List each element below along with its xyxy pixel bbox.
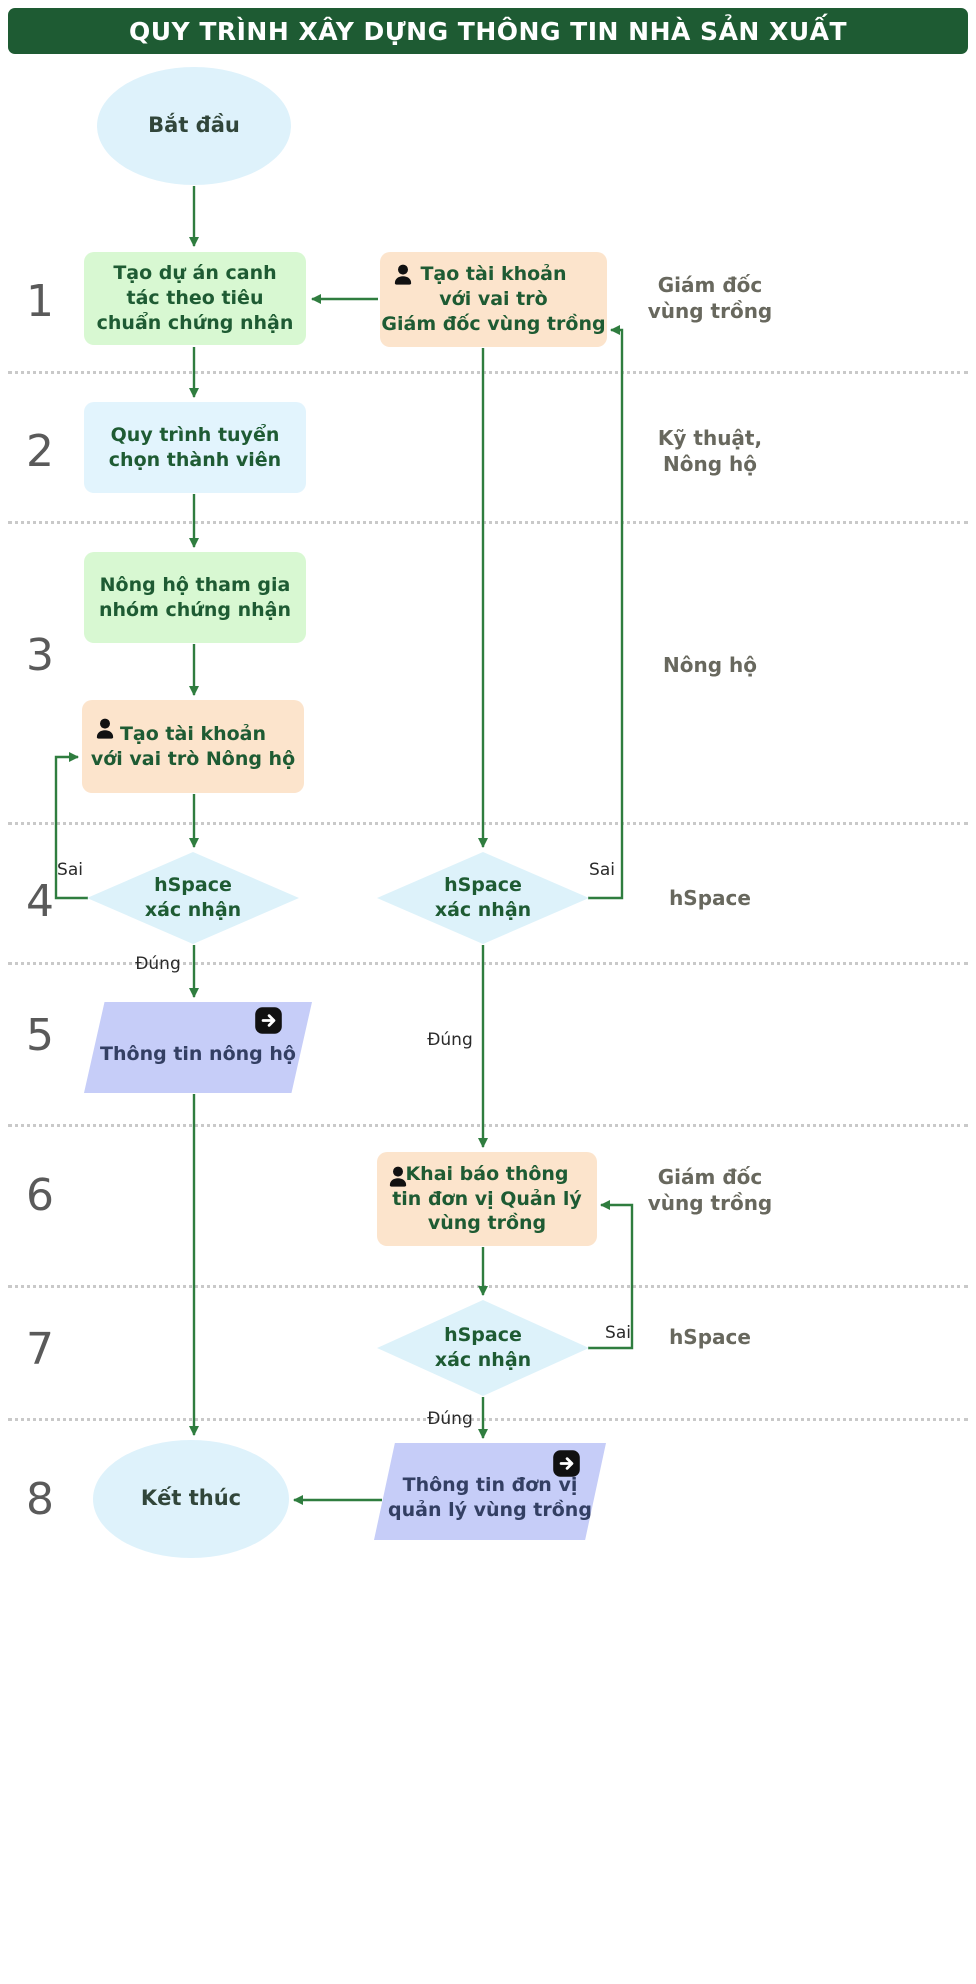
export-icon: [254, 1006, 283, 1035]
node-farmer-info-label: Thông tin nông hộ: [100, 1043, 296, 1066]
node-declare-unit-info-label: Khai báo thông tin đơn vị Quản lý vùng t…: [392, 1162, 582, 1235]
role-label-row1: Giám đốc vùng trồng: [647, 273, 773, 323]
person-icon: [92, 716, 118, 742]
row-separator-1: [8, 371, 968, 374]
step-number-1: 1: [26, 276, 54, 327]
row-separator-7: [8, 1418, 968, 1421]
node-start-label: Bắt đầu: [148, 113, 240, 138]
node-start: Bắt đầu: [97, 67, 291, 185]
node-create-project: Tạo dự án canh tác theo tiêu chuẩn chứng…: [84, 252, 306, 345]
step-number-2: 2: [26, 426, 54, 477]
person-icon: [390, 262, 416, 288]
decision-hspace-confirm-right-label: hSpace xác nhận: [434, 874, 532, 921]
node-declare-unit-info: Khai báo thông tin đơn vị Quản lý vùng t…: [377, 1152, 597, 1246]
edge-label-dung-middle: Đúng: [427, 1030, 473, 1050]
role-label-row6: Giám đốc vùng trồng: [647, 1165, 773, 1215]
diagram-title: QUY TRÌNH XÂY DỰNG THÔNG TIN NHÀ SẢN XUẤ…: [128, 16, 848, 46]
node-farmer-join-group: Nông hộ tham gia nhóm chứng nhận: [84, 552, 306, 643]
decision-hspace-confirm-right: hSpace xác nhận: [377, 852, 589, 944]
node-farmer-info: Thông tin nông hộ: [84, 1002, 312, 1093]
row-separator-6: [8, 1285, 968, 1288]
step-number-5: 5: [26, 1010, 54, 1061]
node-unit-info: Thông tin đơn vị quản lý vùng trồng: [374, 1443, 606, 1540]
export-icon: [552, 1449, 581, 1478]
edge-label-dung-left: Đúng: [135, 954, 181, 974]
decision-hspace-confirm-left-label: hSpace xác nhận: [144, 874, 242, 921]
edge-label-sai-right: Sai: [589, 860, 615, 880]
node-create-farmer-account: Tạo tài khoản với vai trò Nông hộ: [82, 700, 304, 793]
step-number-8: 8: [26, 1474, 54, 1525]
node-member-selection: Quy trình tuyển chọn thành viên: [84, 402, 306, 493]
node-create-director-account-label: Tạo tài khoản với vai trò Giám đốc vùng …: [381, 263, 606, 335]
step-number-4: 4: [26, 876, 54, 927]
node-unit-info-label: Thông tin đơn vị quản lý vùng trồng: [388, 1473, 592, 1521]
step-number-3: 3: [26, 630, 54, 681]
decision-hspace-confirm-bottom-label: hSpace xác nhận: [434, 1324, 532, 1371]
node-farmer-join-group-label: Nông hộ tham gia nhóm chứng nhận: [99, 573, 291, 621]
step-number-6: 6: [26, 1170, 54, 1221]
decision-hspace-confirm-left: hSpace xác nhận: [87, 852, 299, 944]
role-label-row2: Kỹ thuật, Nông hộ: [657, 426, 763, 476]
node-create-farmer-account-label: Tạo tài khoản với vai trò Nông hộ: [90, 722, 296, 770]
person-icon: [385, 1164, 411, 1190]
node-end: Kết thúc: [93, 1440, 289, 1558]
diagram-title-banner: QUY TRÌNH XÂY DỰNG THÔNG TIN NHÀ SẢN XUẤ…: [8, 8, 968, 54]
edge-label-dung-bottom: Đúng: [427, 1409, 473, 1429]
node-end-label: Kết thúc: [140, 1486, 242, 1511]
decision-hspace-confirm-bottom: hSpace xác nhận: [377, 1300, 589, 1396]
row-separator-2: [8, 521, 968, 524]
role-label-row7: hSpace: [669, 1325, 751, 1349]
node-member-selection-label: Quy trình tuyển chọn thành viên: [108, 423, 282, 471]
role-label-row3: Nông hộ: [663, 653, 757, 677]
step-number-7: 7: [26, 1324, 54, 1375]
row-separator-5: [8, 1124, 968, 1127]
row-separator-3: [8, 822, 968, 825]
edge-label-sai-bottom: Sai: [605, 1323, 631, 1343]
row-separator-4: [8, 962, 968, 965]
role-label-row4: hSpace: [669, 886, 751, 910]
node-create-director-account: Tạo tài khoản với vai trò Giám đốc vùng …: [380, 252, 607, 347]
node-create-project-label: Tạo dự án canh tác theo tiêu chuẩn chứng…: [96, 262, 294, 334]
edge-label-sai-left: Sai: [57, 860, 83, 880]
